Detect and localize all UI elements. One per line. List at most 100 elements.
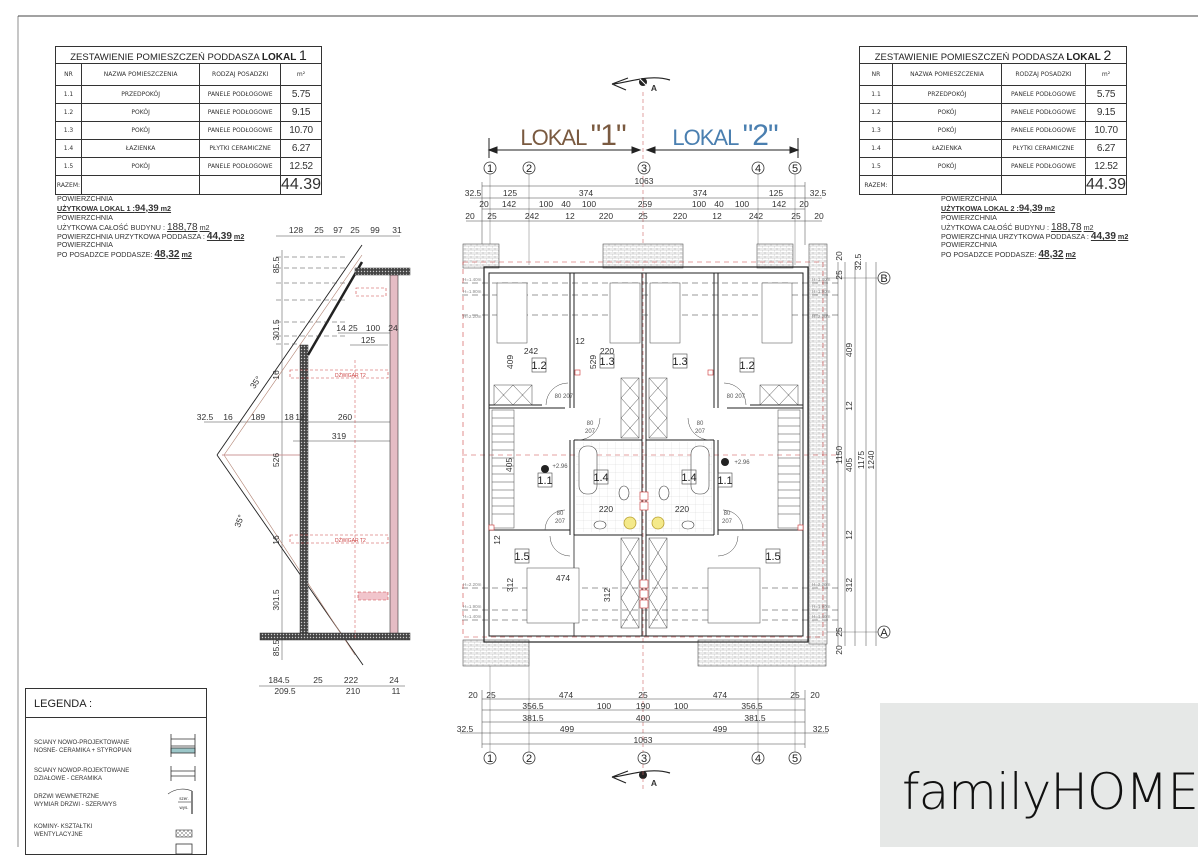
table-title: ZESTAWIENIE POMIESZCZEŃ PODDASZA LOKAL 2 [859, 46, 1127, 64]
room-schedule-table-lokal-2: ZESTAWIENIE POMIESZCZEŃ PODDASZA LOKAL 2… [859, 46, 1128, 195]
svg-text:1150: 1150 [834, 446, 844, 465]
svg-text:242: 242 [525, 211, 539, 221]
svg-text:80: 80 [555, 394, 562, 400]
svg-text:381.5: 381.5 [522, 713, 544, 723]
walls [483, 266, 809, 643]
family-home-logo: familyHOME [880, 703, 1198, 847]
svg-text:14: 14 [336, 323, 346, 333]
svg-text:312: 312 [505, 578, 515, 592]
room-schedule-table-lokal-1: ZESTAWIENIE POMIESZCZEŃ PODDASZA LOKAL 1… [55, 46, 323, 195]
svg-text:222: 222 [344, 675, 358, 685]
svg-text:H=1.40m: H=1.40m [463, 614, 482, 619]
svg-text:210: 210 [346, 686, 360, 696]
svg-text:H=2.20m: H=2.20m [463, 582, 482, 587]
bathrooms [576, 442, 712, 532]
svg-text:142: 142 [502, 199, 516, 209]
load-wall-symbol-icon [170, 734, 196, 757]
svg-text:12: 12 [575, 336, 585, 346]
svg-text:125: 125 [361, 335, 375, 345]
svg-text:12: 12 [295, 412, 305, 422]
svg-text:220: 220 [599, 211, 613, 221]
svg-text:20: 20 [810, 690, 820, 700]
section-mark-bottom: A [611, 770, 671, 788]
svg-text:125: 125 [503, 188, 517, 198]
svg-text:24: 24 [388, 323, 398, 333]
svg-text:80: 80 [587, 421, 594, 427]
header-name: NAZWA POMIESZCZENIA [891, 63, 1002, 86]
svg-text:409: 409 [844, 343, 854, 357]
svg-text:100: 100 [692, 199, 706, 209]
svg-text:220: 220 [675, 504, 689, 514]
svg-text:220: 220 [599, 504, 613, 514]
svg-text:80: 80 [697, 421, 704, 427]
header-area: m² [1084, 63, 1128, 86]
svg-text:220: 220 [673, 211, 687, 221]
svg-text:5: 5 [792, 753, 798, 765]
svg-text:32.5: 32.5 [853, 253, 863, 270]
svg-text:85.5: 85.5 [271, 256, 281, 273]
chimney-symbol-icon [175, 829, 193, 838]
svg-text:H=1.90m: H=1.90m [812, 604, 831, 609]
svg-text:20: 20 [479, 199, 489, 209]
svg-text:20: 20 [834, 645, 844, 655]
svg-text:20: 20 [814, 211, 824, 221]
svg-text:1.2: 1.2 [739, 360, 754, 372]
svg-text:312: 312 [602, 588, 612, 602]
svg-text:97: 97 [333, 225, 343, 235]
header-area: m² [279, 63, 323, 86]
svg-text:12: 12 [712, 211, 722, 221]
svg-text:H=1.90m: H=1.90m [812, 289, 831, 294]
header-nr: NR [55, 63, 82, 86]
svg-text:242: 242 [524, 346, 538, 356]
svg-text:24: 24 [389, 675, 399, 685]
svg-text:499: 499 [560, 724, 574, 734]
svg-text:+2.96: +2.96 [734, 460, 750, 466]
section-mark-top: A [611, 77, 671, 93]
wardrobes [493, 377, 799, 629]
svg-text:1.5: 1.5 [765, 551, 780, 563]
svg-text:100: 100 [597, 701, 611, 711]
svg-text:25: 25 [313, 675, 323, 685]
svg-text:25: 25 [314, 225, 324, 235]
svg-text:374: 374 [579, 188, 593, 198]
svg-text:474: 474 [713, 690, 727, 700]
svg-text:20: 20 [799, 199, 809, 209]
svg-text:1: 1 [487, 163, 493, 175]
svg-text:A: A [651, 778, 657, 788]
svg-text:1.4: 1.4 [681, 472, 696, 484]
svg-text:220: 220 [600, 346, 614, 356]
svg-text:25: 25 [348, 323, 358, 333]
svg-text:25: 25 [350, 225, 360, 235]
svg-text:16: 16 [271, 370, 281, 380]
svg-text:100: 100 [539, 199, 553, 209]
svg-text:85.5: 85.5 [271, 639, 281, 656]
svg-text:40: 40 [714, 199, 724, 209]
doors [544, 382, 747, 557]
svg-text:31: 31 [392, 225, 402, 235]
svg-text:wys.: wys. [180, 805, 189, 810]
svg-text:128: 128 [289, 225, 303, 235]
svg-text:1063: 1063 [634, 735, 653, 745]
partition-wall-symbol-icon [170, 766, 196, 781]
svg-text:405: 405 [504, 458, 514, 472]
svg-text:125: 125 [769, 188, 783, 198]
svg-text:301.5: 301.5 [271, 319, 281, 341]
legend-title: LEGENDA : [26, 689, 206, 718]
svg-text:1.3: 1.3 [672, 356, 687, 368]
svg-text:1063: 1063 [635, 176, 654, 186]
svg-text:1.3: 1.3 [599, 356, 614, 368]
svg-text:242: 242 [749, 211, 763, 221]
